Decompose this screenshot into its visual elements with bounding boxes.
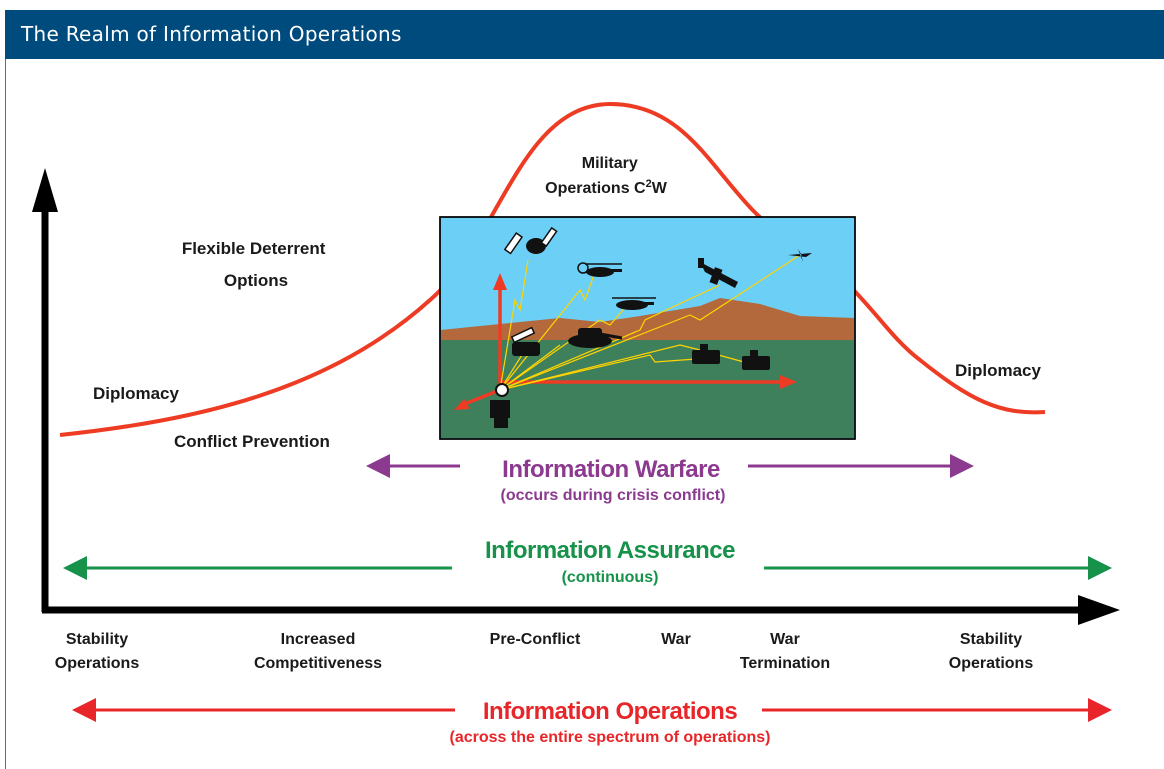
left-border xyxy=(5,59,6,769)
battlefield-illustration xyxy=(439,216,856,440)
flexible-deterrent-label: Flexible Deterrent Options xyxy=(182,239,330,290)
diplomacy-left-label: Diplomacy xyxy=(93,384,180,403)
info-assurance-title: Information Assurance xyxy=(485,537,735,564)
military-operations-label: Military Operations C2W xyxy=(545,155,668,197)
conflict-intensity-curve xyxy=(59,101,1046,437)
page-title: The Realm of Information Operations xyxy=(21,22,402,46)
y-axis-arrowhead xyxy=(32,168,58,212)
info-assurance-subtitle: (continuous) xyxy=(562,569,659,586)
info-operations-title: Information Operations xyxy=(483,698,738,725)
info-warfare-subtitle: (occurs during crisis conflict) xyxy=(501,487,726,504)
info-warfare-title: Information Warfare xyxy=(502,456,720,483)
title-bar: The Realm of Information Operations xyxy=(5,10,1164,59)
conflict-prevention-label: Conflict Prevention xyxy=(174,432,330,451)
x-axis-arrowhead xyxy=(1078,595,1120,625)
axis-label-pre-conflict: Pre-Conflict xyxy=(490,631,581,648)
diplomacy-right-label: Diplomacy xyxy=(955,361,1042,380)
info-operations-subtitle: (across the entire spectrum of operation… xyxy=(450,729,771,746)
header: The Realm of Information Operations xyxy=(0,0,1164,67)
axis-label-war: War xyxy=(661,631,691,648)
